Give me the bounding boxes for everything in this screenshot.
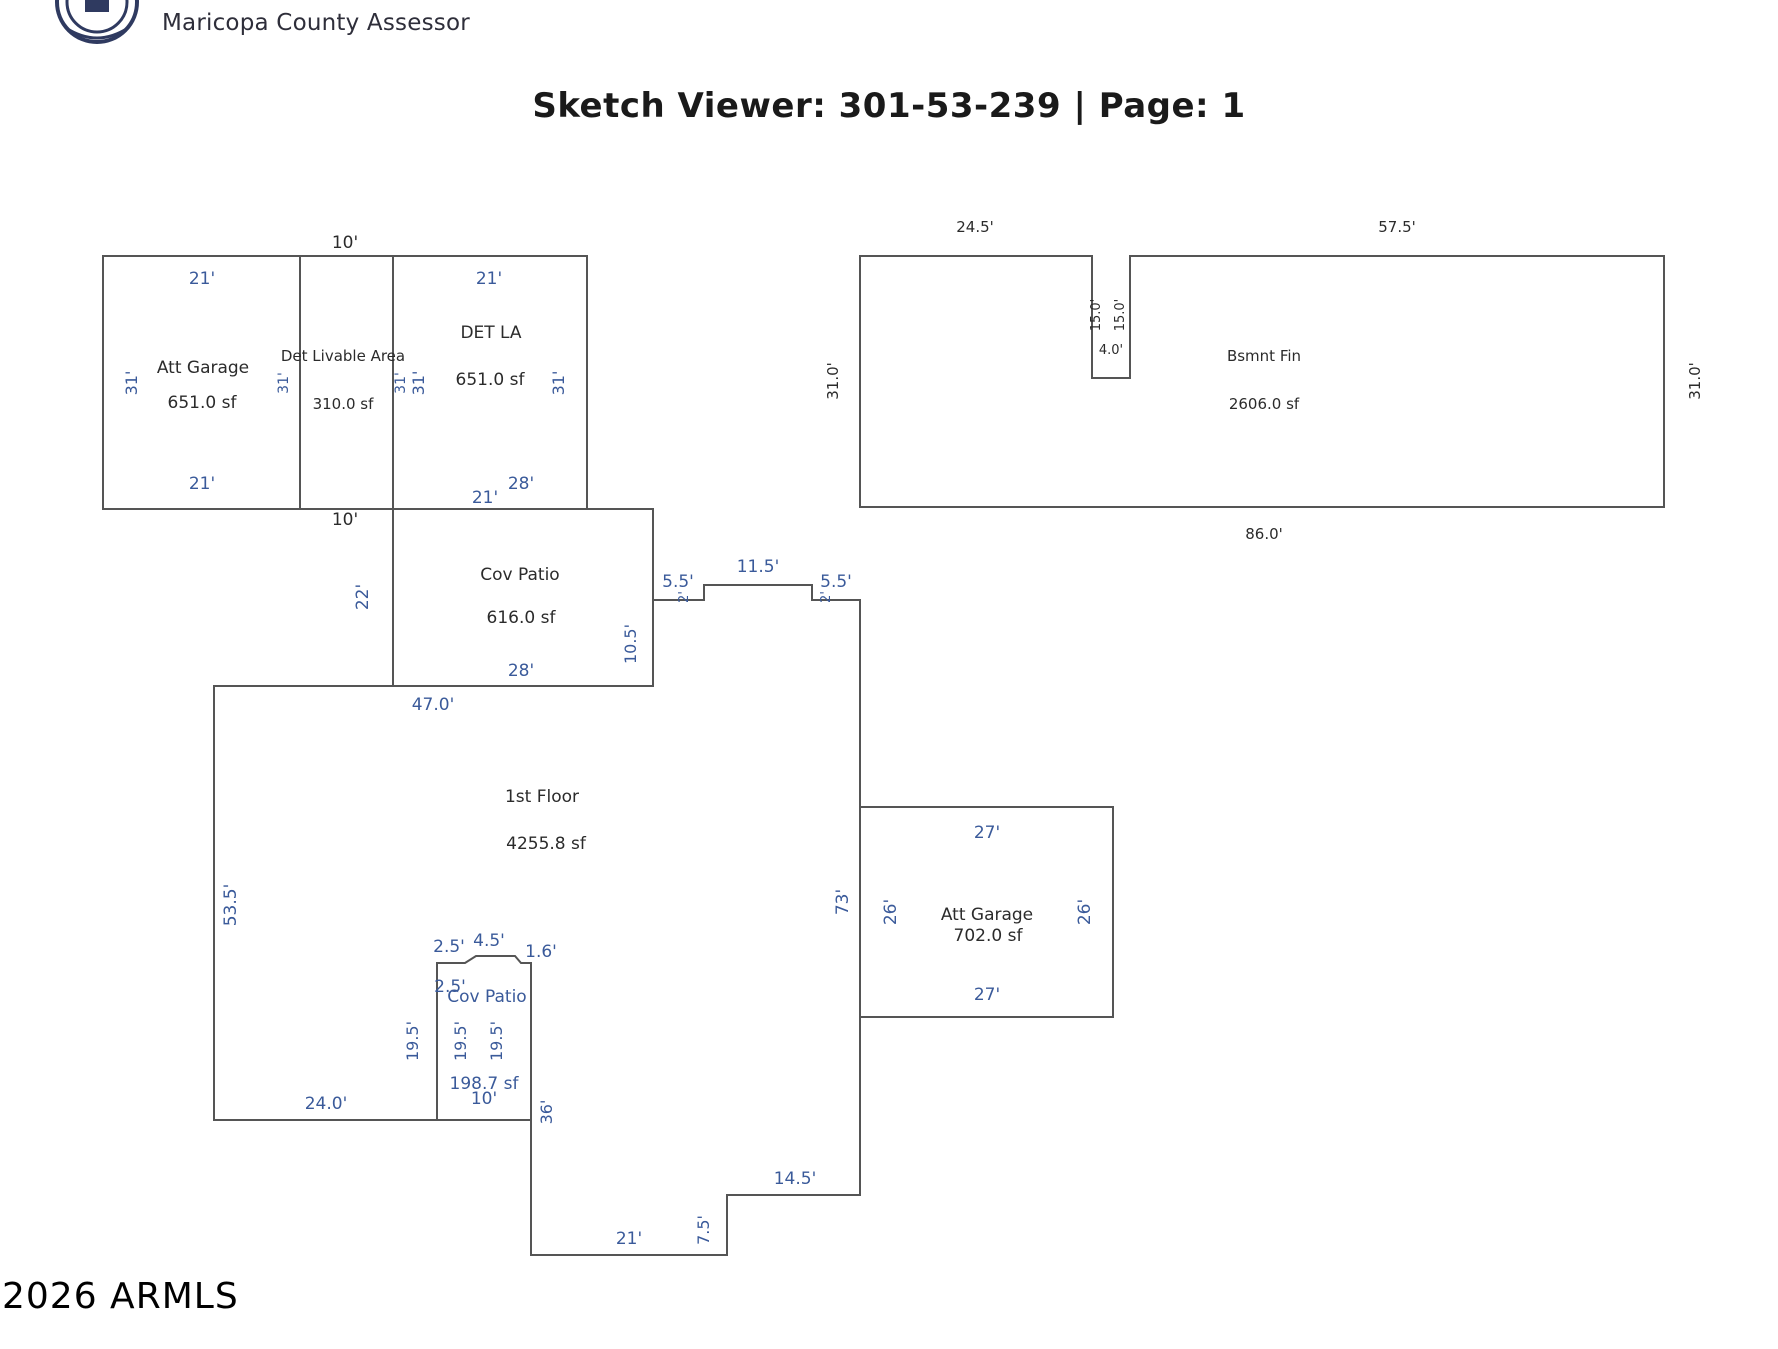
dim-label: 21' — [189, 269, 215, 289]
dim-label: 21' — [472, 488, 498, 508]
dim-label: 10.5' — [621, 624, 640, 664]
dim-label: 19.5' — [403, 1021, 422, 1061]
dim-label: 27' — [974, 985, 1000, 1005]
dim-label: 86.0' — [1245, 525, 1283, 543]
page-title: Sketch Viewer: 301-53-239 | Page: 1 — [532, 86, 1246, 126]
dim-label: 21' — [189, 474, 215, 494]
det-livable-size: 310.0 sf — [313, 395, 375, 413]
dim-label: 31' — [549, 371, 568, 396]
bsmnt-outline — [859, 255, 1665, 508]
dim-label: 2' — [819, 591, 834, 603]
cov-patio-top-outline — [392, 508, 654, 687]
att-garage-left-size: 651.0 sf — [168, 393, 238, 413]
dim-label: 27' — [974, 823, 1000, 843]
org-name: Maricopa County Assessor — [162, 10, 470, 36]
dim-label: 4.0' — [1099, 343, 1123, 358]
dim-label: 5.5' — [662, 572, 694, 592]
dim-label: 22' — [353, 584, 373, 610]
bsmnt-name: Bsmnt Fin — [1227, 347, 1301, 365]
dim-label: 1.6' — [525, 942, 557, 962]
dim-label: 31' — [393, 372, 409, 394]
dim-label: 24.0' — [305, 1094, 348, 1114]
dim-label: 26' — [1075, 899, 1095, 925]
att-garage-right-size: 702.0 sf — [954, 926, 1024, 946]
det-la-name: DET LA — [460, 323, 521, 343]
att-garage-right-name: Att Garage — [941, 905, 1033, 925]
dim-label: 24.5' — [956, 218, 994, 236]
dim-label: 4.5' — [473, 931, 505, 951]
bsmnt-size: 2606.0 sf — [1229, 395, 1300, 413]
dim-label: 73' — [833, 889, 853, 915]
dim-label: 2.5' — [433, 937, 465, 957]
first-floor-size: 4255.8 sf — [506, 834, 587, 854]
dim-label: 2.5' — [434, 977, 466, 997]
dim-label: 15.0' — [1113, 299, 1128, 332]
dim-label: 28' — [508, 661, 534, 681]
att-garage-right-outline — [859, 806, 1114, 1018]
dim-label: 14.5' — [774, 1169, 817, 1189]
dim-label: 47.0' — [412, 695, 455, 715]
first-floor-outline — [213, 584, 861, 1256]
att-garage-left-name: Att Garage — [157, 358, 249, 378]
dim-label: 31' — [276, 372, 292, 394]
cov-patio-top-name: Cov Patio — [480, 565, 559, 585]
cov-patio-small-outline — [436, 955, 532, 1121]
dim-label: 5.5' — [820, 572, 852, 592]
dim-label: 31.0' — [1686, 362, 1704, 400]
dim-label: 11.5' — [737, 557, 780, 577]
first-floor-name: 1st Floor — [505, 787, 579, 807]
cov-patio-small-name: Cov Patio — [447, 987, 526, 1007]
dim-label: 57.5' — [1378, 218, 1416, 236]
dim-label: 31.0' — [824, 362, 842, 400]
dim-label: 10' — [332, 233, 358, 253]
dim-label: 36' — [537, 1100, 556, 1125]
dim-label: 19.5' — [487, 1021, 506, 1061]
dim-label: 21' — [616, 1229, 642, 1249]
dim-label: 15.0' — [1089, 299, 1104, 332]
cov-patio-small-size: 198.7 sf — [450, 1074, 520, 1094]
dim-label: 31' — [409, 371, 428, 396]
dim-label: 2' — [677, 591, 692, 603]
dim-label: 31' — [122, 371, 141, 396]
dim-label: 10' — [471, 1089, 497, 1109]
county-seal-icon — [55, 0, 139, 44]
det-livable-outline — [299, 255, 394, 510]
copyright-text: 2026 ARMLS — [2, 1276, 239, 1317]
dim-label: 21' — [476, 269, 502, 289]
dim-label: 26' — [881, 899, 901, 925]
det-livable-name: Det Livable Area — [281, 347, 405, 365]
cov-patio-top-size: 616.0 sf — [487, 608, 557, 628]
dim-label: 7.5' — [694, 1215, 713, 1245]
dim-label: 53.5' — [221, 884, 241, 927]
dim-label: 28' — [508, 474, 534, 494]
dim-label: 10' — [332, 510, 358, 530]
dim-label: 19.5' — [451, 1021, 470, 1061]
det-la-size: 651.0 sf — [456, 370, 526, 390]
